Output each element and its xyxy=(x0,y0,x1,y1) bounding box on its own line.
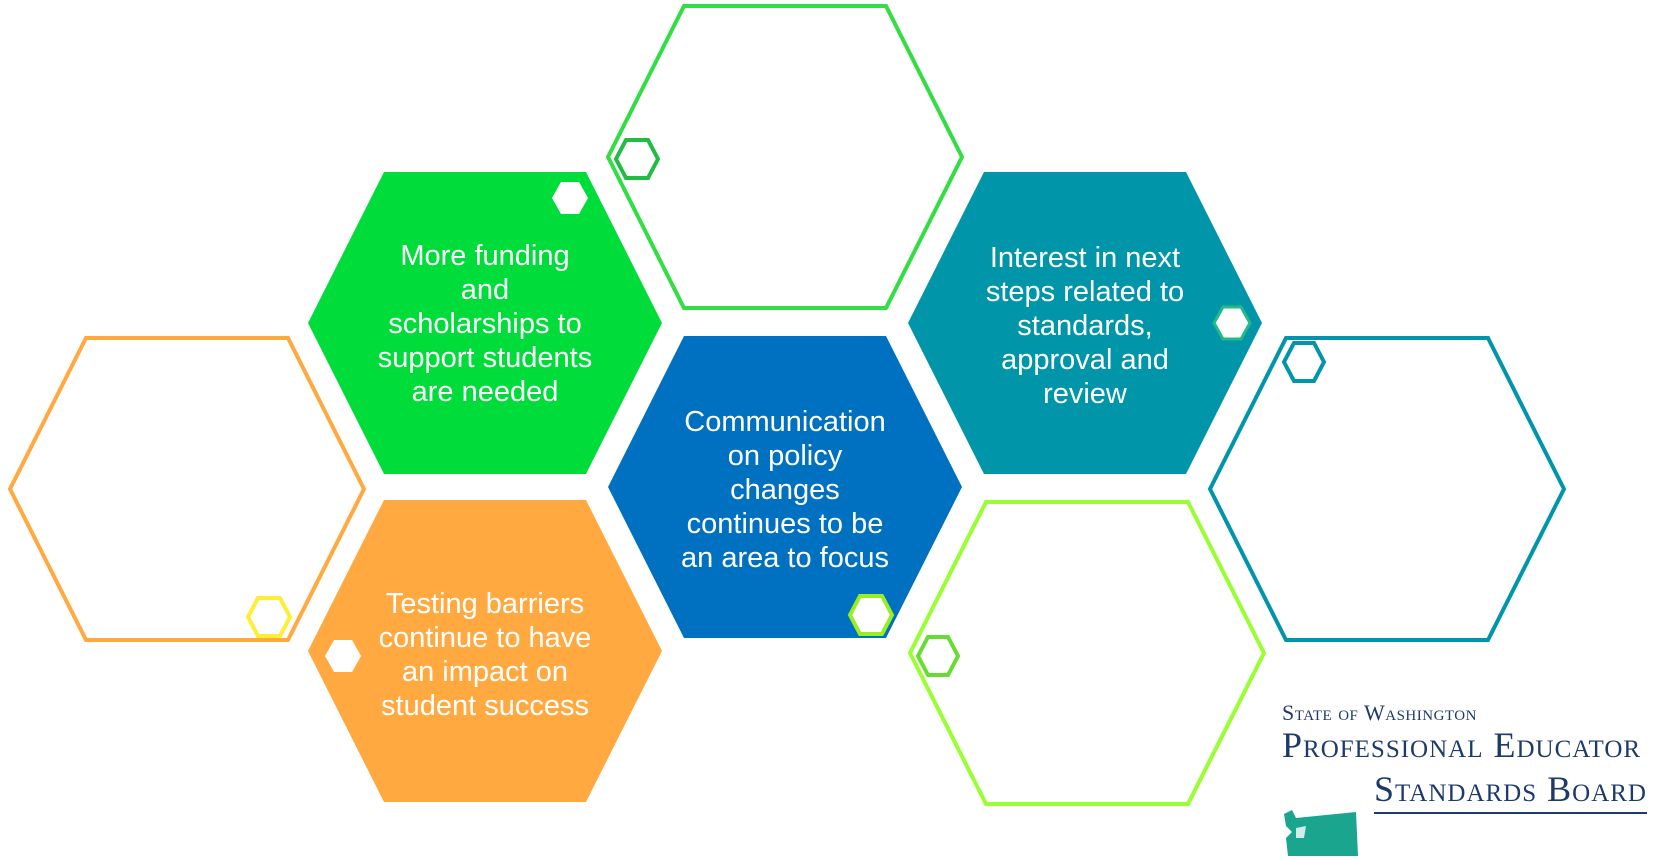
accent-hex-communication xyxy=(847,594,895,636)
hex-outline-top-green xyxy=(605,4,965,310)
washington-state-icon xyxy=(1284,810,1358,856)
accent-hex-testing xyxy=(325,640,361,672)
logo-state-name: State of Washington xyxy=(1282,700,1477,725)
accent-hex-top-green xyxy=(613,138,661,180)
hex-interest xyxy=(908,172,1262,474)
hex-funding xyxy=(308,172,662,474)
logo-org-line1: Professional Educator xyxy=(1282,725,1642,765)
hex-outline-left-orange xyxy=(7,336,367,642)
hex-outline-bottom-lime xyxy=(907,500,1267,806)
accent-hex-funding xyxy=(552,182,588,214)
accent-hex-bottom-lime xyxy=(915,635,961,677)
hex-communication xyxy=(608,336,962,638)
hex-testing-text: Testing barriers continue to have an imp… xyxy=(378,588,592,722)
hex-communication-text: Communication on policy changes continue… xyxy=(681,406,889,574)
accent-hex-left-yellow xyxy=(245,596,293,638)
pesb-logo: State of Washington Professional Educato… xyxy=(1282,700,1670,860)
accent-hex-right-teal xyxy=(1281,341,1327,383)
hex-interest-text: Interest in next steps related to standa… xyxy=(985,242,1185,410)
hex-outline-right-teal xyxy=(1207,336,1567,642)
hex-testing xyxy=(308,500,662,802)
logo-org-line2: Standards Board xyxy=(1374,768,1647,814)
accent-hex-interest xyxy=(1212,305,1252,341)
hex-funding-text: More funding and scholarships to support… xyxy=(377,240,593,408)
